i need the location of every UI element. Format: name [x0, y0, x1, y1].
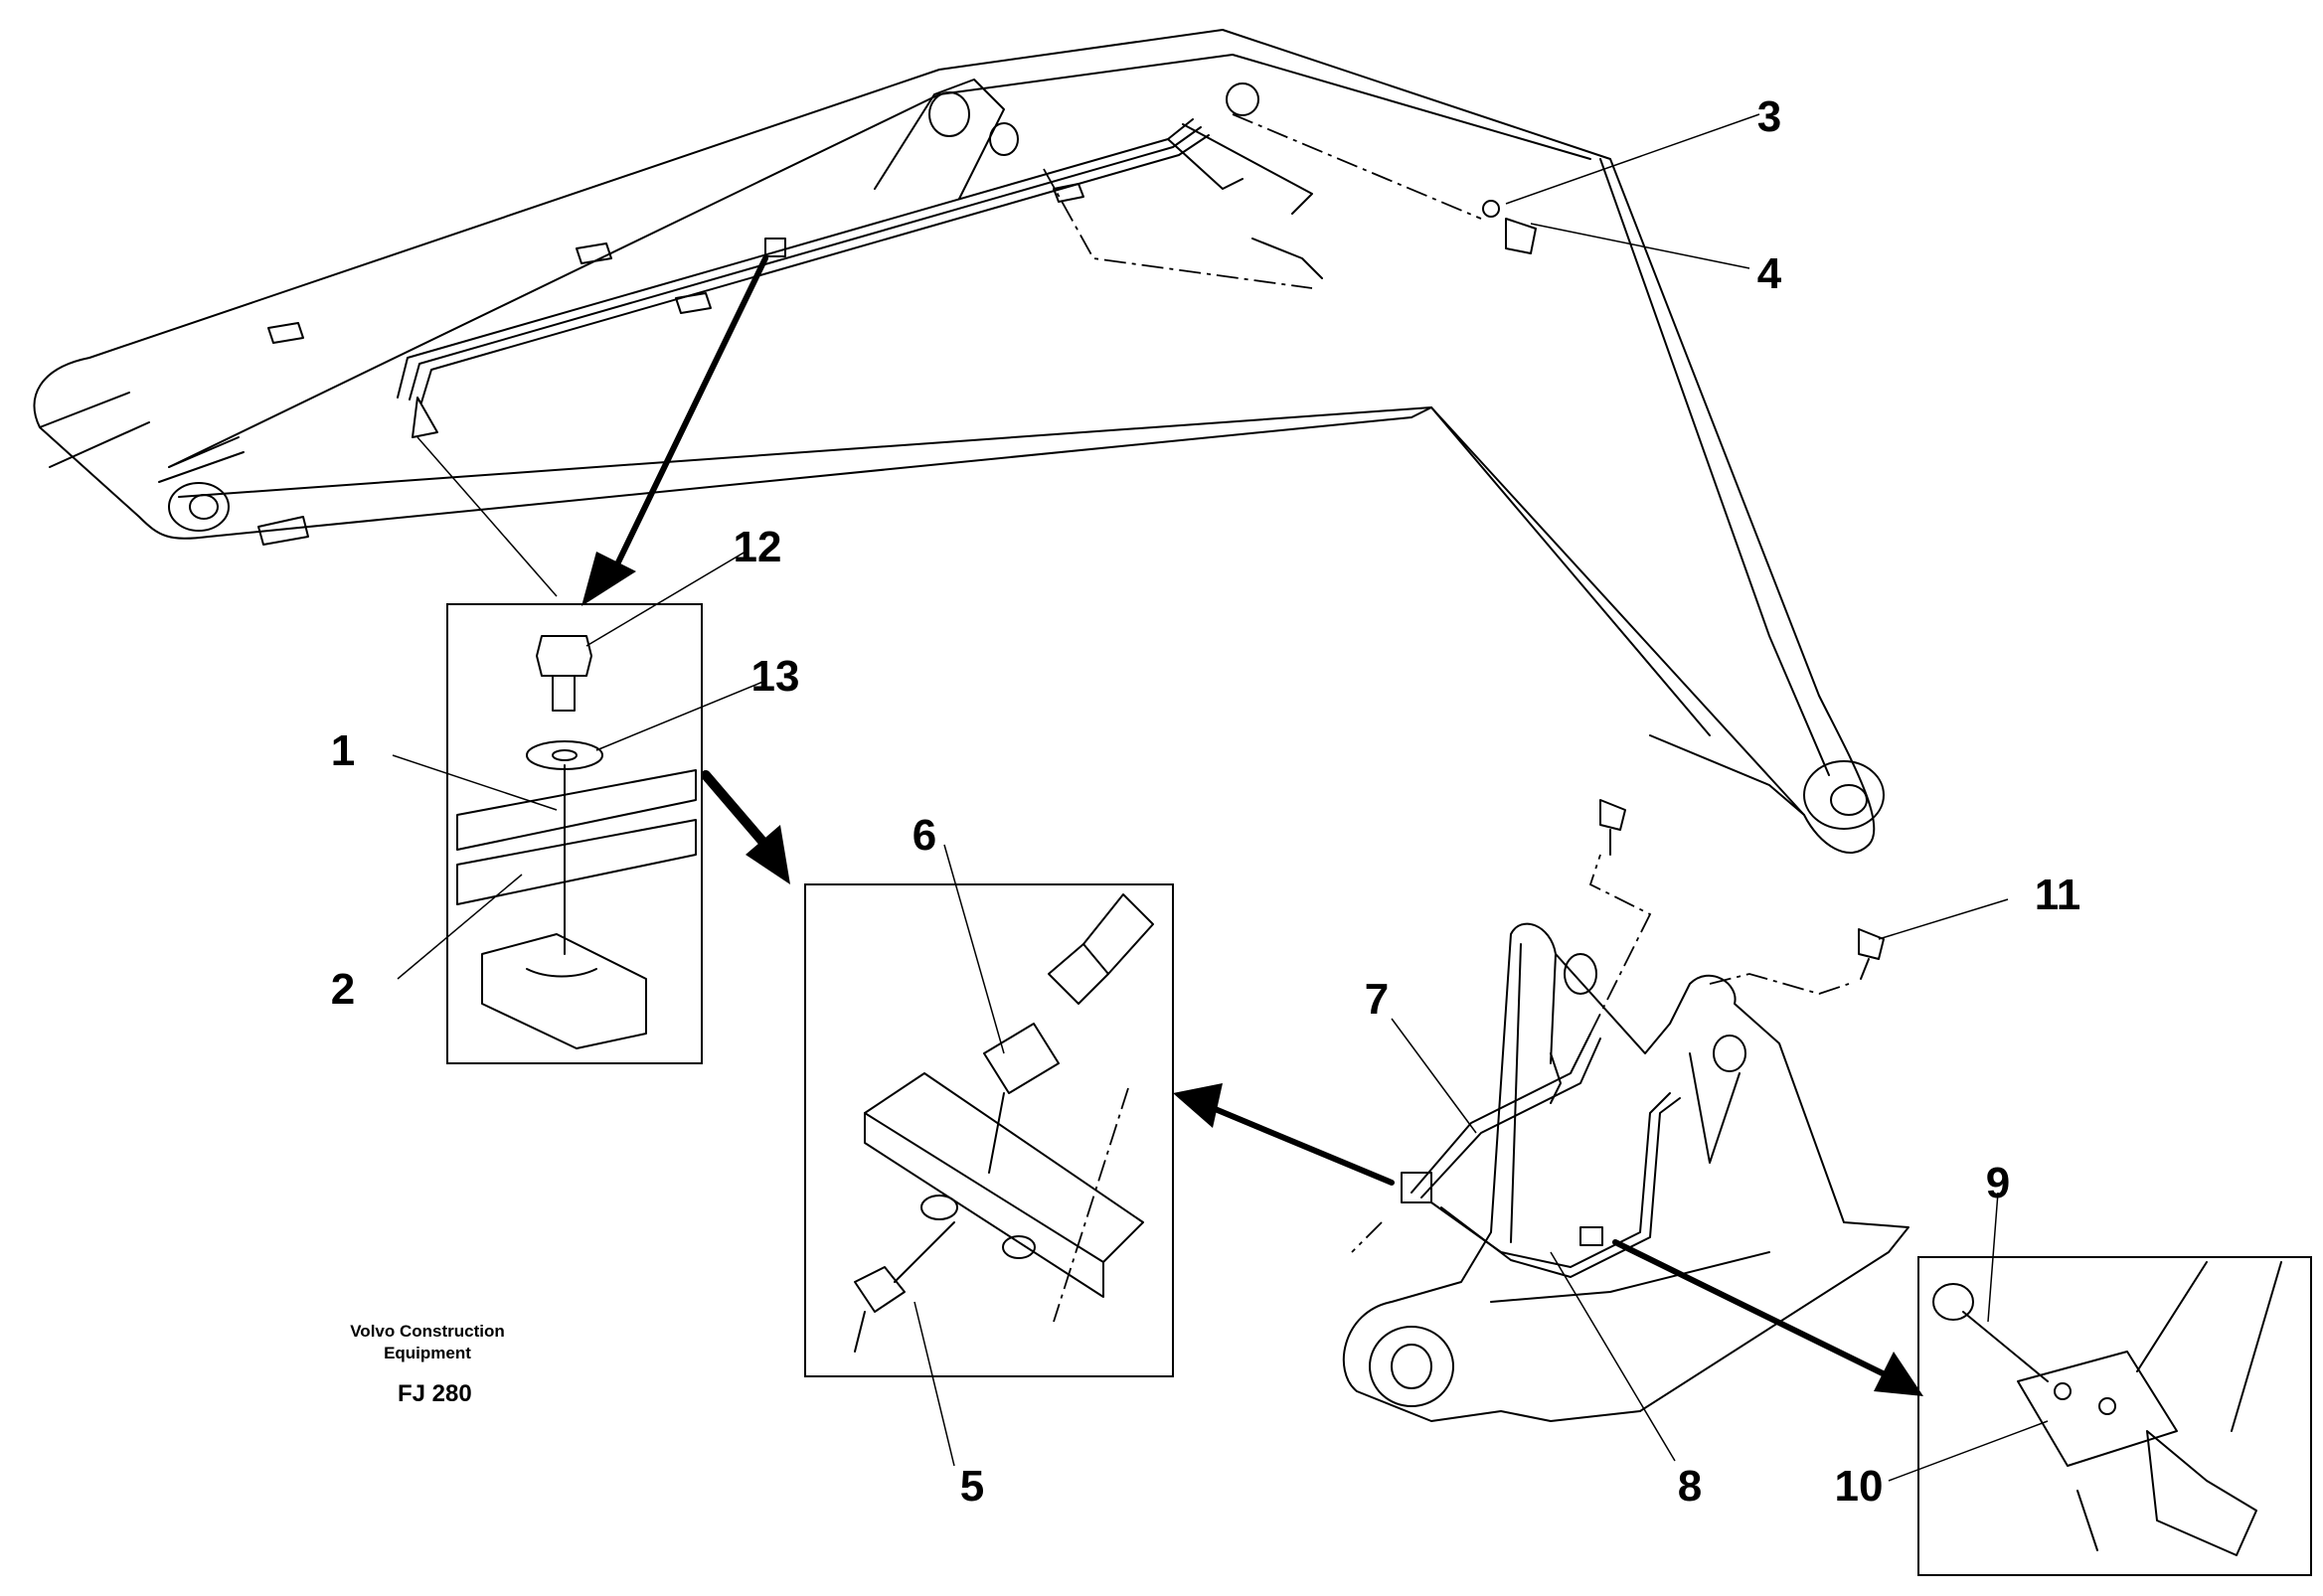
inset-bolt-clamp-detail — [1917, 1256, 2312, 1576]
callout-2: 2 — [331, 965, 355, 1014]
caption-manufacturer: Volvo Construction — [350, 1322, 505, 1341]
callout-7: 7 — [1365, 975, 1389, 1024]
callout-10: 10 — [1835, 1462, 1884, 1511]
caption-manufacturer-line2: Equipment — [384, 1344, 471, 1362]
callout-1: 1 — [331, 726, 355, 775]
caption-figure-code: FJ 280 — [398, 1380, 472, 1407]
callout-3: 3 — [1757, 92, 1781, 141]
callout-6: 6 — [913, 811, 936, 860]
callout-8: 8 — [1678, 1462, 1702, 1511]
callout-11: 11 — [2035, 871, 2081, 919]
stick-end-assembly — [1342, 799, 1909, 1422]
callout-4: 4 — [1757, 249, 1782, 298]
callout-5: 5 — [960, 1462, 984, 1511]
callout-12: 12 — [734, 523, 782, 571]
inset-grease-fitting-detail — [804, 883, 1174, 1377]
leader-lines — [392, 113, 2049, 1482]
inset-clamp-detail — [446, 603, 703, 1064]
boom-assembly — [33, 29, 1885, 855]
callout-9: 9 — [1986, 1159, 2010, 1207]
pointer-arrows — [581, 255, 1923, 1396]
callout-13: 13 — [751, 652, 800, 701]
